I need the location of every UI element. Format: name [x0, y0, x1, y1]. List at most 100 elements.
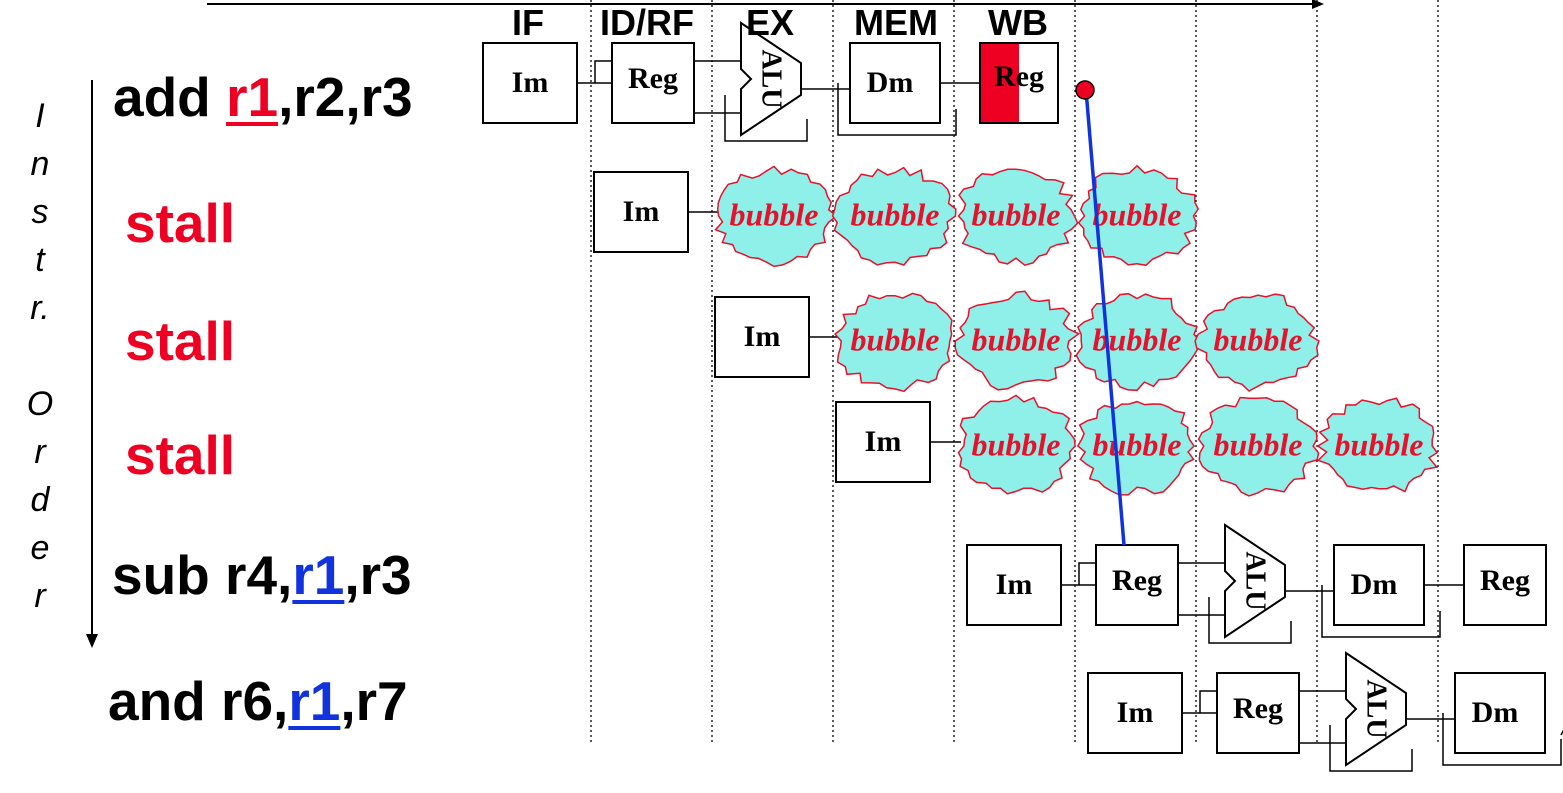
connector	[1078, 562, 1096, 585]
dependency-dot	[1075, 80, 1095, 100]
stage-label-wb: WB	[988, 2, 1048, 43]
bubble-shape	[1194, 293, 1320, 392]
dm-feedback-line	[1442, 713, 1562, 766]
pipeline-row-0: Im Reg ALU Dm Reg	[482, 21, 1059, 142]
axis-letter: s	[31, 193, 49, 231]
bubble-shape	[957, 394, 1076, 495]
im-label: Im	[865, 425, 902, 458]
bubble-label: bubble	[1214, 321, 1303, 357]
im-box	[714, 296, 810, 378]
bubble-label: bubble	[730, 196, 819, 232]
instruction-text: add	[113, 66, 227, 128]
bubble-shape	[834, 292, 953, 393]
bubble-label: bubble	[1214, 426, 1303, 462]
bubble-label: bubble	[851, 321, 940, 357]
bubble-label: bubble	[972, 321, 1061, 357]
instruction-text: stall	[125, 310, 236, 372]
bubble-label: bubble	[972, 426, 1061, 462]
stage-label-ex: EX	[745, 2, 795, 43]
reg-label: Reg	[1233, 692, 1283, 725]
dm-feedback-line	[837, 83, 957, 136]
bubble-shape	[1076, 400, 1196, 496]
im-label: Im	[512, 66, 549, 99]
axis-letter: t	[35, 241, 45, 279]
axis-letter: e	[30, 529, 50, 567]
pipeline-row-4: Im Reg ALU Dm Reg	[966, 523, 1547, 644]
alu-label: ALU	[1240, 551, 1271, 610]
connector	[594, 60, 612, 83]
reg-label: Reg	[1112, 564, 1162, 597]
alu-label: ALU	[756, 49, 787, 108]
im-label: Im	[996, 568, 1033, 601]
instruction-text: ,r7	[340, 670, 408, 732]
dependency-line	[1084, 89, 1126, 546]
reg-label: Reg	[1480, 564, 1530, 597]
dm-label: Dm	[867, 66, 914, 99]
reg-box	[1463, 544, 1547, 626]
alu-shape	[1345, 651, 1407, 767]
instruction-text: ,r3	[344, 544, 412, 606]
instruction-text: and r6,	[108, 670, 289, 732]
bubble-label: bubble	[1093, 196, 1182, 232]
reg-box	[1216, 672, 1300, 754]
instruction-text: sub r4,	[112, 544, 293, 606]
im-box	[966, 544, 1062, 626]
axis-letter: O	[26, 385, 54, 423]
bubble-label: bubble	[1093, 426, 1182, 462]
axis-letter: r.	[30, 289, 50, 327]
im-label: Im	[744, 320, 781, 353]
dm-label: Dm	[1472, 696, 1519, 729]
bubble-shape	[1077, 164, 1200, 267]
instruction-label: add r1,r2,r3	[113, 70, 413, 125]
instruction-label: sub r4,r1,r3	[112, 548, 412, 603]
dm-box	[849, 42, 941, 124]
im-box	[593, 171, 689, 253]
bubble-shape	[1197, 396, 1320, 497]
alu-shape	[1224, 523, 1286, 639]
axis-letter: r	[34, 577, 46, 615]
stage-label-if: IF	[512, 2, 544, 43]
axis-letter	[22, 332, 58, 380]
bubble-shape	[1075, 292, 1201, 392]
reg-writeback-outline	[979, 42, 1059, 124]
axis-letter: n	[30, 145, 50, 183]
bubble-label: bubble	[1335, 426, 1424, 462]
instruction-text: ,r2,r3	[278, 66, 413, 128]
alu-shape	[740, 21, 802, 137]
reg-label: Reg	[994, 60, 1044, 93]
alu-feedback-line	[1208, 597, 1292, 644]
alu-feedback-line	[724, 95, 808, 142]
reg-label: Reg	[628, 62, 678, 95]
stage-label-idrf: ID/RF	[600, 2, 694, 43]
axis-letter: I	[35, 97, 45, 135]
bubble-shape	[714, 165, 838, 268]
im-label: Im	[1117, 696, 1154, 729]
reg-box	[1095, 544, 1179, 626]
register-operand-highlight: r1	[288, 670, 341, 732]
axis-letter: r	[34, 433, 46, 471]
instr-order-arrowhead	[86, 634, 98, 648]
time-axis-arrowhead	[1312, 0, 1324, 9]
stall-label: stall	[125, 196, 235, 251]
alu-feedback-line	[1329, 725, 1413, 772]
stage-label-mem: MEM	[854, 2, 938, 43]
axis-letter: d	[30, 481, 50, 519]
dm-box	[1333, 544, 1425, 626]
im-box	[482, 42, 578, 124]
instruction-label: and r6,r1,r7	[108, 674, 408, 729]
instruction-text: stall	[125, 424, 236, 486]
alu-label: ALU	[1361, 679, 1392, 738]
dm-label: Dm	[1351, 568, 1398, 601]
bubble-shape	[1316, 397, 1439, 493]
reg-writeback-fill	[981, 44, 1019, 122]
im-box	[835, 401, 931, 483]
stall-label: stall	[125, 428, 235, 483]
bubble-label: bubble	[851, 196, 940, 232]
bubble-shape	[831, 166, 957, 266]
reg-box	[611, 42, 695, 124]
